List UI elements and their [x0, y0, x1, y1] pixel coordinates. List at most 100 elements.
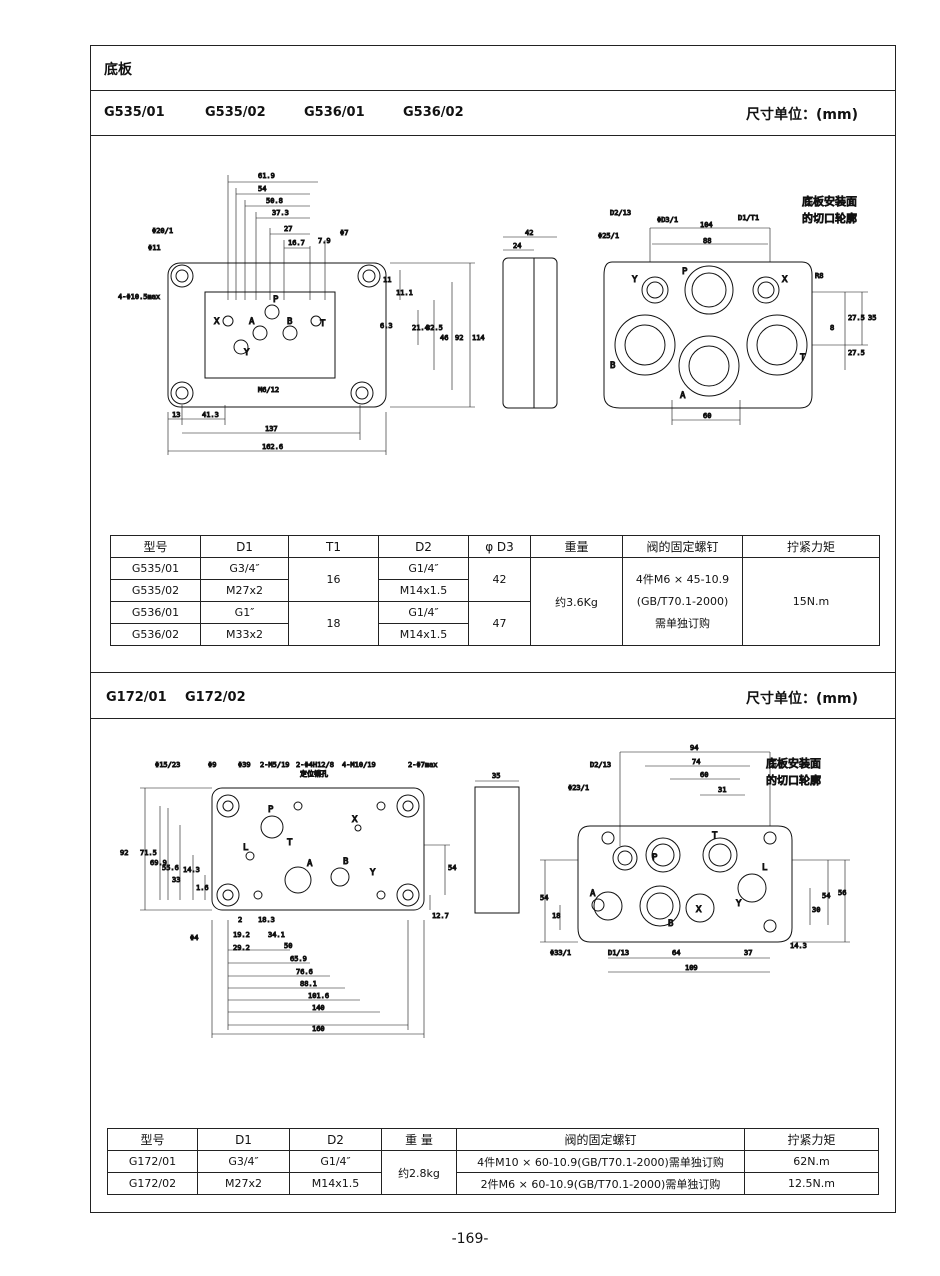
cell: M14x1.5: [289, 1172, 382, 1195]
table-row: G536/02 M33x2 M14x1.5: [110, 623, 880, 646]
table-row: G535/01 G3/4″ 16 G1/4″ 42 约3.6Kg 4件M6 × …: [110, 557, 880, 646]
header-cell: 拧紧力矩: [744, 1128, 879, 1151]
cell: G1″: [200, 601, 289, 624]
dim-label: 18: [552, 912, 560, 920]
dim-label: 74: [692, 758, 700, 766]
dim-label: Φ25/1: [598, 232, 619, 240]
model-label: G536/02: [403, 105, 464, 120]
dim-label: 4-M10/19: [342, 761, 376, 769]
port-label: B: [610, 361, 615, 371]
cell: G1/4″: [378, 601, 469, 624]
port-label: B: [668, 919, 673, 929]
dim-label: 64: [672, 949, 680, 957]
dim-label: 50: [284, 942, 292, 950]
cell: G536/01: [110, 601, 201, 624]
dim-label: 109: [685, 964, 698, 972]
header-cell: D2: [378, 535, 469, 558]
dim-label: 94: [690, 744, 698, 752]
cell: G536/02: [110, 623, 201, 646]
annotation: 的切口轮廓: [802, 211, 857, 225]
dim-label: Φ20/1: [152, 227, 173, 235]
spec-table-1: 型号 D1 T1 D2 φ D3 重量 阀的固定螺钉 拧紧力矩 G535/01 …: [110, 535, 880, 646]
drawing2-side-view: 35: [474, 772, 520, 914]
annotation: 的切口轮廓: [766, 773, 821, 787]
divider: [90, 90, 896, 91]
dim-label: 60: [703, 412, 711, 420]
port-label: T: [800, 353, 806, 363]
dim-label: Φ23/1: [568, 784, 589, 792]
port-label: T: [320, 319, 326, 329]
screw-line: 4件M6 × 45-10.9: [635, 572, 730, 586]
dim-label: 76.6: [296, 968, 313, 976]
unit-label: 尺寸单位：(mm): [746, 107, 858, 123]
drawing2-back-view: 94 74 60 31 D2/13 Φ23/1 底板安装面 的切口轮廓 54 1…: [540, 744, 850, 973]
spec-table-2: 型号 D1 D2 重 量 阀的固定螺钉 拧紧力矩 G172/01 G3/4″ G…: [107, 1128, 879, 1195]
dim-label: 54: [258, 185, 266, 193]
port-label: P: [682, 267, 688, 277]
dim-label: 4-Φ10.5max: [118, 293, 160, 301]
dim-label: Φ7: [340, 229, 348, 237]
dim-label: 33: [172, 876, 180, 884]
annotation: 底板安装面: [802, 194, 857, 208]
cell: G3/4″: [200, 557, 289, 580]
dim-label: 2-Φ7max: [408, 761, 438, 769]
header-cell: 重量: [530, 535, 623, 558]
dim-label: 27.5: [848, 314, 865, 322]
dim-label: 54: [822, 892, 830, 900]
cell: 4件M6 × 45-10.9 (GB/T70.1-2000) 需单独订购: [622, 557, 743, 646]
header-cell: 阀的固定螺钉: [622, 535, 743, 558]
dim-label: 41.3: [202, 411, 219, 419]
header-cell: 型号: [110, 535, 201, 558]
table-row: G172/02 M27x2 M14x1.5 2件M6 × 60-10.9(GB/…: [107, 1172, 879, 1195]
dim-label: 104: [700, 221, 713, 229]
screw-line: 需单独订购: [655, 616, 710, 630]
drawing1-front-view: 61.9 54 50.8 37.3 27 16.7 7.9 Φ7 Φ20/1 Φ…: [118, 172, 485, 455]
cell: G3/4″: [197, 1150, 290, 1173]
dim-label: 27.5: [848, 349, 865, 357]
cell: 约2.8kg: [381, 1150, 457, 1195]
port-label: T: [287, 838, 293, 848]
table-header-row: 型号 D1 T1 D2 φ D3 重量 阀的固定螺钉 拧紧力矩: [110, 535, 880, 558]
port-label: B: [343, 857, 348, 867]
dim-label: 88: [703, 237, 711, 245]
dim-label: 24: [513, 242, 521, 250]
port-label: X: [782, 275, 788, 285]
divider: [90, 135, 896, 136]
dim-label: 56: [838, 889, 846, 897]
port-label: B: [287, 317, 292, 327]
cell: 47: [468, 601, 531, 646]
dim-label: 31: [718, 786, 726, 794]
cell: 16: [288, 557, 379, 602]
dim-label: 71.5: [140, 849, 157, 857]
dim-label: Φ11: [148, 244, 161, 252]
cell: M14x1.5: [378, 579, 469, 602]
dim-label: 30: [812, 906, 820, 914]
dim-label: 2-Φ4H12/8: [296, 761, 334, 769]
port-label: A: [307, 859, 313, 869]
port-label: P: [273, 295, 279, 305]
dim-label: 55.6: [162, 864, 179, 872]
header-cell: T1: [288, 535, 379, 558]
drawing1-back-view: D2/13 ΦD3/1 D1/T1 Φ25/1 104 88 底板安装面 的切口…: [598, 194, 877, 425]
unit-label: 尺寸单位：(mm): [746, 691, 858, 707]
cell: 约3.6Kg: [530, 557, 623, 646]
dim-label: 54: [540, 894, 548, 902]
port-label: T: [712, 831, 718, 841]
dim-label: 92: [455, 334, 463, 342]
dim-label: 14.3: [790, 942, 807, 950]
cell: G1/4″: [289, 1150, 382, 1173]
dim-label: 27: [284, 225, 292, 233]
divider: [90, 718, 896, 719]
screw-line: (GB/T70.1-2000): [636, 594, 729, 608]
dim-label: Φ39: [238, 761, 251, 769]
page-frame: [90, 45, 896, 1213]
drawing1-side-view: 42 24: [502, 229, 558, 409]
model-label: G535/01: [104, 105, 165, 120]
cell: G172/01: [107, 1150, 198, 1173]
dim-label: 6.3: [380, 322, 393, 330]
model-label: G172/02: [185, 690, 246, 705]
cell: 18: [288, 601, 379, 646]
dim-label: 160: [312, 1025, 325, 1033]
